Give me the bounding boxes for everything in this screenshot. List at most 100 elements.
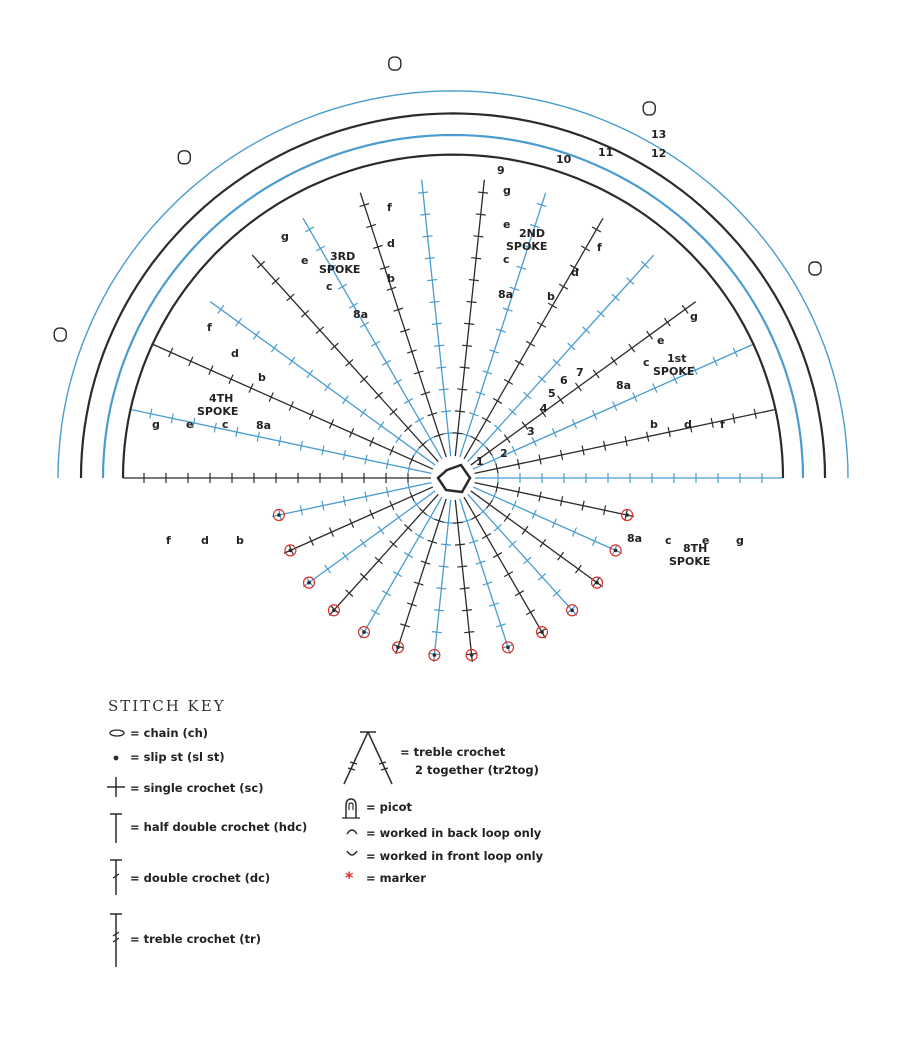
letter-g: g [281, 230, 289, 243]
stitch-tick [581, 445, 585, 456]
letter-e: e [702, 534, 709, 547]
letter-b: b [650, 418, 658, 431]
stitch-tick [417, 191, 429, 194]
half-double-crochet-icon [110, 813, 122, 843]
stitch-ray [472, 486, 623, 554]
stitch-tick [508, 408, 517, 416]
stitch-rays [123, 179, 783, 663]
stitch-tick [228, 374, 234, 384]
key-tr2tog-line2: 2 together (tr2tog) [415, 763, 539, 777]
stitch-tick [436, 587, 447, 590]
stitch-tick [443, 432, 454, 435]
stitch-tick [271, 277, 280, 285]
stitch-tick [592, 410, 598, 420]
stitch-tick [539, 408, 547, 418]
stitch-tick [525, 609, 536, 616]
stitch-tick [567, 342, 576, 351]
spoke-4-ordinal: 4TH [209, 392, 233, 405]
loop-marker [272, 508, 285, 522]
row-label-6: 6 [560, 374, 568, 387]
stitch-tick [481, 533, 492, 540]
stitch-tick [491, 454, 497, 465]
stitch-tick [475, 213, 486, 216]
spoke-2-ordinal: 2ND [519, 227, 545, 240]
stitch-ray [474, 408, 776, 475]
stitch-tick [646, 330, 654, 340]
stitch-tick [377, 421, 385, 431]
stitch-tick [509, 286, 520, 291]
slip-stitch-dot [288, 548, 293, 553]
stitch-ray [454, 179, 486, 457]
stitch-tick [400, 328, 411, 333]
stitch-tick [407, 463, 411, 474]
stitch-tick [495, 463, 499, 474]
stitch-ray [472, 343, 755, 470]
stitch-tick [457, 388, 468, 391]
stitch-ray [151, 343, 434, 470]
stitch-tick [495, 328, 506, 333]
stitch-tick [374, 556, 383, 565]
picot-mark [53, 327, 67, 342]
letter-g: g [690, 310, 698, 323]
key-double-crochet: = double crochet (dc) [130, 871, 271, 885]
spoke-2-label: SPOKE [506, 240, 547, 253]
stitch-ray [463, 496, 547, 639]
stitch-tick [514, 590, 525, 597]
stitch-ray [459, 498, 511, 655]
row-label-5: 5 [548, 387, 556, 400]
stitch-ray [209, 301, 436, 466]
picot-mark [177, 150, 192, 165]
stitch-tick [278, 436, 282, 447]
stitch-tick [349, 428, 355, 438]
picot-mark [642, 101, 656, 116]
stitch-tick [495, 623, 506, 628]
key-front-loop: = worked in front loop only [366, 849, 544, 863]
key-tr2tog-line1: = treble crochet [400, 745, 506, 759]
letter-e: e [186, 418, 193, 431]
stitch-tick [531, 509, 537, 520]
stitch-tick [427, 412, 438, 417]
stitch-tick [571, 527, 578, 537]
stitch-tick [523, 244, 534, 250]
stitch-tick [689, 422, 693, 433]
crochet-chart: 1 2 3 4 5 6 7 9 10 11 12 13 8a 8a 8a 8a … [53, 56, 849, 663]
stitch-tick [440, 410, 452, 413]
stitch-tick [461, 344, 472, 347]
letter-f: f [720, 418, 725, 431]
stitch-tick [427, 539, 438, 544]
stitch-tick [431, 631, 442, 634]
stitch-tick [492, 397, 503, 404]
slip-stitch-dot [362, 630, 366, 634]
stitch-tick [503, 434, 511, 444]
stitch-tick [306, 369, 314, 379]
stitch-tick [342, 496, 347, 507]
stitch-tick [235, 317, 243, 327]
double-crochet-icon [110, 859, 122, 895]
stitch-ray [395, 498, 447, 655]
stitch-tick [732, 347, 738, 358]
stitch-tick [326, 264, 337, 271]
stitch-tick [409, 454, 415, 465]
scallop-arc [121, 153, 785, 479]
stitch-tick [732, 413, 736, 424]
loop-marker [501, 641, 515, 654]
stitch-tick [581, 500, 585, 511]
stitch-tick [596, 309, 605, 318]
stitch-ray [302, 490, 436, 588]
stitch-tick [328, 419, 335, 429]
stitch-ray [359, 192, 447, 458]
loop-marker [327, 604, 340, 617]
stitch-tick [364, 454, 368, 465]
stitch-tick [529, 223, 540, 229]
stitch-tick [315, 326, 324, 334]
letter-b: b [547, 290, 555, 303]
stitch-tick [552, 589, 561, 597]
stitch-tick [525, 340, 536, 347]
stitch-tick [468, 539, 479, 544]
key-treble-crochet: = treble crochet (tr) [130, 932, 261, 946]
stitch-tick [299, 440, 304, 451]
stitch-tick [393, 307, 404, 312]
stitch-tick [256, 260, 266, 269]
stitch-tick [434, 518, 445, 523]
stitch-tick [341, 395, 349, 405]
